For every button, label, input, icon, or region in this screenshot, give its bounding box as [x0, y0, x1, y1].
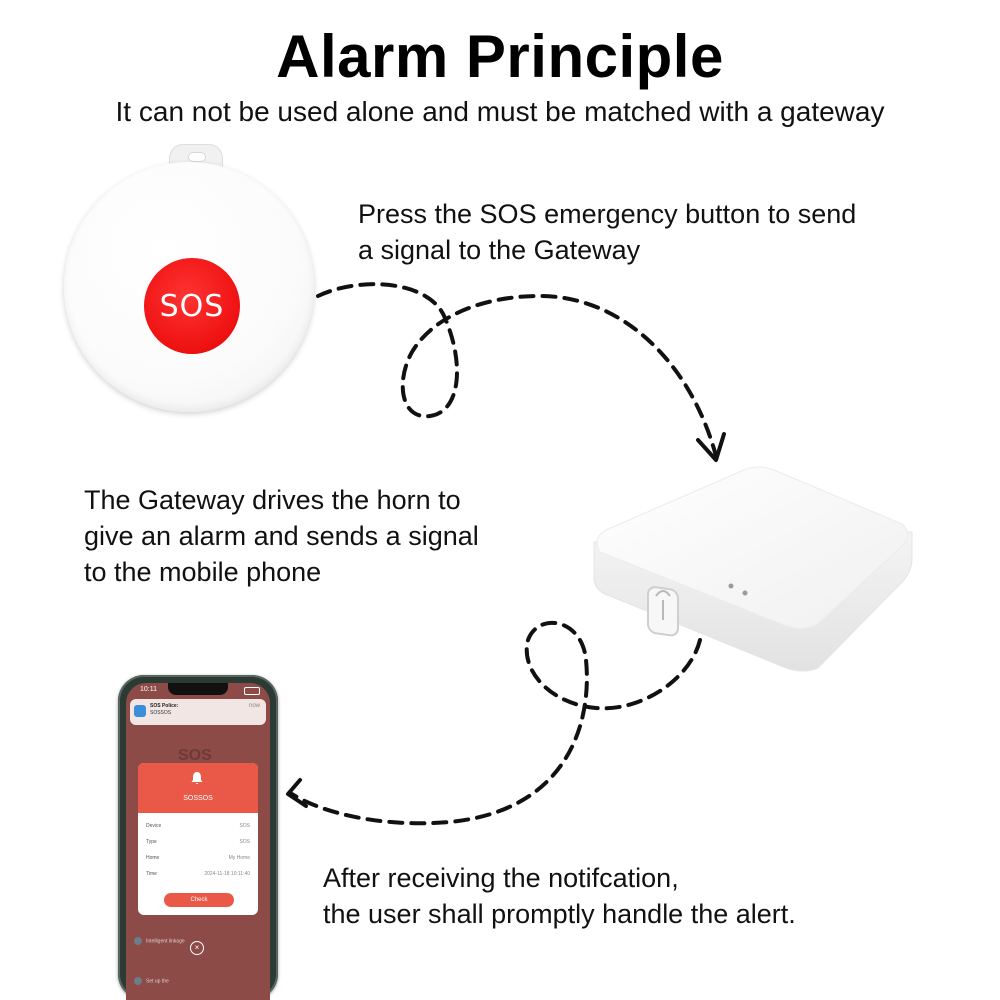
push-notification[interactable]: SOS Police: SOSSOS now: [130, 699, 266, 725]
sos-emergency-button: SOS: [144, 258, 240, 354]
list-item-icon: [134, 937, 142, 945]
caption-line: the user shall promptly handle the alert…: [323, 899, 796, 929]
app-icon: [134, 705, 146, 717]
gateway-reset-button: [647, 586, 679, 637]
phone-notch: [168, 683, 228, 695]
arrow-sos-to-gateway: [316, 282, 718, 458]
sos-device-body: SOS: [64, 162, 314, 412]
notification-title: SOS Police:: [150, 703, 179, 709]
row-key: Device: [146, 823, 162, 829]
caption-after-receiving: After receiving the notifcation, the use…: [323, 860, 963, 932]
check-button[interactable]: Check: [164, 893, 234, 907]
page-title: Alarm Principle: [276, 23, 724, 90]
arrow-gateway-to-phone: [290, 621, 702, 826]
caption-gateway-drives: The Gateway drives the horn to give an a…: [84, 482, 554, 590]
alert-card-header: SOSSOS: [138, 763, 258, 813]
list-item-icon: [134, 977, 142, 985]
row-key: Home: [146, 855, 160, 861]
card-row: Type SOS: [146, 839, 250, 849]
status-time: 10:11: [140, 686, 157, 693]
sos-button-device: SOS: [64, 142, 316, 412]
caption-line: Press the SOS emergency button to send: [358, 199, 857, 229]
alert-card: SOSSOS Device SOS Type SOS Home My Home …: [138, 763, 258, 915]
row-value: SOS: [239, 839, 250, 845]
caption-line: After receiving the notifcation,: [323, 863, 679, 893]
caption-press-sos: Press the SOS emergency button to send a…: [358, 196, 978, 268]
list-item: Set up the: [134, 977, 169, 985]
gateway-device: [593, 466, 913, 672]
row-value: SOS: [239, 823, 250, 829]
close-icon[interactable]: ×: [190, 941, 204, 955]
row-value: 2024-11-18 10:11:40: [204, 871, 250, 877]
background-sos-text: SOS: [178, 747, 212, 764]
phone-screen: 10:11 SOS Police: SOSSOS now SOS SOS SOS …: [126, 683, 270, 1000]
card-row: Device SOS: [146, 823, 250, 833]
list-item-label: Set up the: [146, 978, 169, 985]
row-key: Type: [146, 839, 157, 845]
mobile-phone: 10:11 SOS Police: SOSSOS now SOS SOS SOS …: [118, 675, 278, 1000]
alert-card-title: SOSSOS: [183, 795, 213, 802]
notification-body: SOSSOS: [150, 710, 172, 716]
arrowhead-gateway: [696, 432, 726, 462]
caption-line: to the mobile phone: [84, 557, 322, 587]
card-row: Home My Home: [146, 855, 250, 865]
page-subtitle: It can not be used alone and must be mat…: [115, 96, 885, 127]
list-item-label: Intelligent linkage: [146, 938, 185, 945]
row-value: My Home: [228, 855, 250, 861]
gateway-led-2: [742, 590, 748, 596]
notification-time: now: [248, 703, 260, 709]
arrowhead-phone: [286, 778, 308, 808]
card-row: Time 2024-11-18 10:11:40: [146, 871, 250, 881]
caption-line: give an alarm and sends a signal: [84, 521, 479, 551]
caption-line: The Gateway drives the horn to: [84, 485, 461, 515]
row-key: Time: [146, 871, 157, 877]
caption-line: a signal to the Gateway: [358, 235, 641, 265]
list-item: Intelligent linkage: [134, 937, 185, 945]
bell-icon: [191, 772, 203, 784]
gateway-led-1: [728, 583, 734, 589]
battery-icon: [244, 687, 260, 695]
